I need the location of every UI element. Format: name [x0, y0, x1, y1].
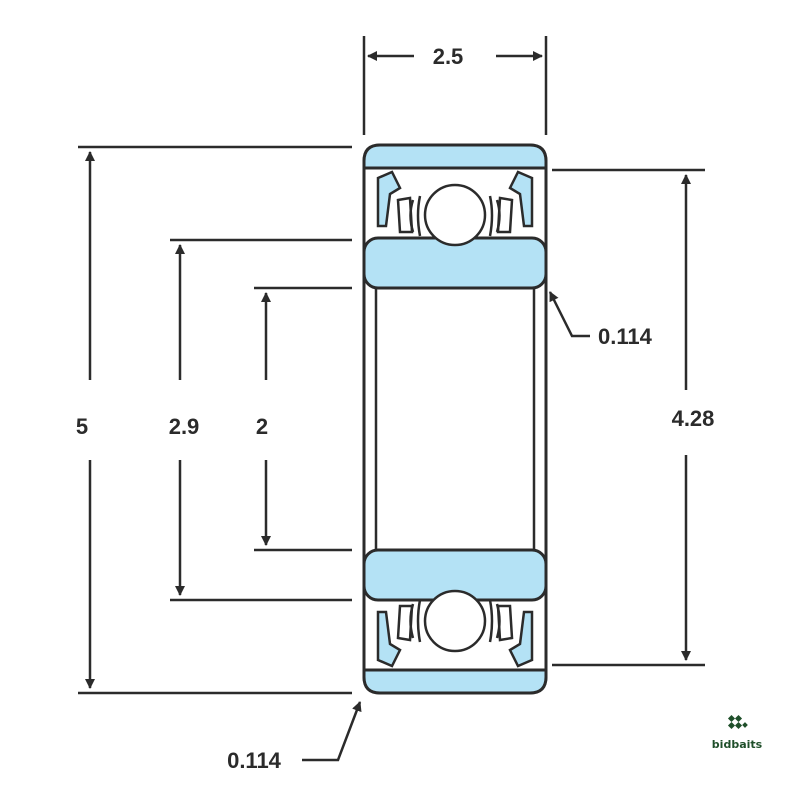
outer-diameter-dimension [78, 145, 352, 695]
shield-bottom [376, 604, 534, 668]
ball-bottom [409, 589, 501, 653]
bore-diameter-label: 2 [256, 414, 268, 439]
ball-bottom-circle [423, 589, 487, 653]
shield-bottom-right [508, 610, 534, 668]
logo-text: bidbaits [712, 738, 763, 751]
outer-ring-bottom [362, 668, 548, 695]
outer-ring-inner-diameter-label: 4.28 [672, 406, 715, 431]
chamfer-outer-label: 0.114 [598, 324, 653, 349]
shield-top-right [508, 170, 534, 228]
shield-bottom-left [376, 610, 402, 668]
ball-top-circle [423, 183, 487, 247]
shoulder-diameter-label: 2.9 [169, 414, 200, 439]
bearing-cross-section [362, 143, 548, 695]
chamfer-outer-callout [548, 291, 590, 338]
outer-diameter-label: 5 [76, 414, 88, 439]
chamfer-inner-label: 0.114 [227, 748, 282, 773]
width-dimension [362, 36, 548, 135]
chamfer-inner-callout [302, 701, 362, 762]
ball-top [409, 183, 501, 247]
bidbaits-logo: bidbaits [712, 714, 763, 751]
outer-ring-top [362, 143, 548, 170]
outer-ring-inner-diameter-dimension [552, 168, 705, 667]
diamond-dots-icon [727, 714, 748, 730]
shield-top-left [376, 170, 402, 228]
shield-top [376, 170, 534, 234]
shoulder-diameter-dimension [170, 238, 352, 602]
bore-diameter-dimension [254, 286, 352, 552]
width-label: 2.5 [433, 44, 464, 69]
